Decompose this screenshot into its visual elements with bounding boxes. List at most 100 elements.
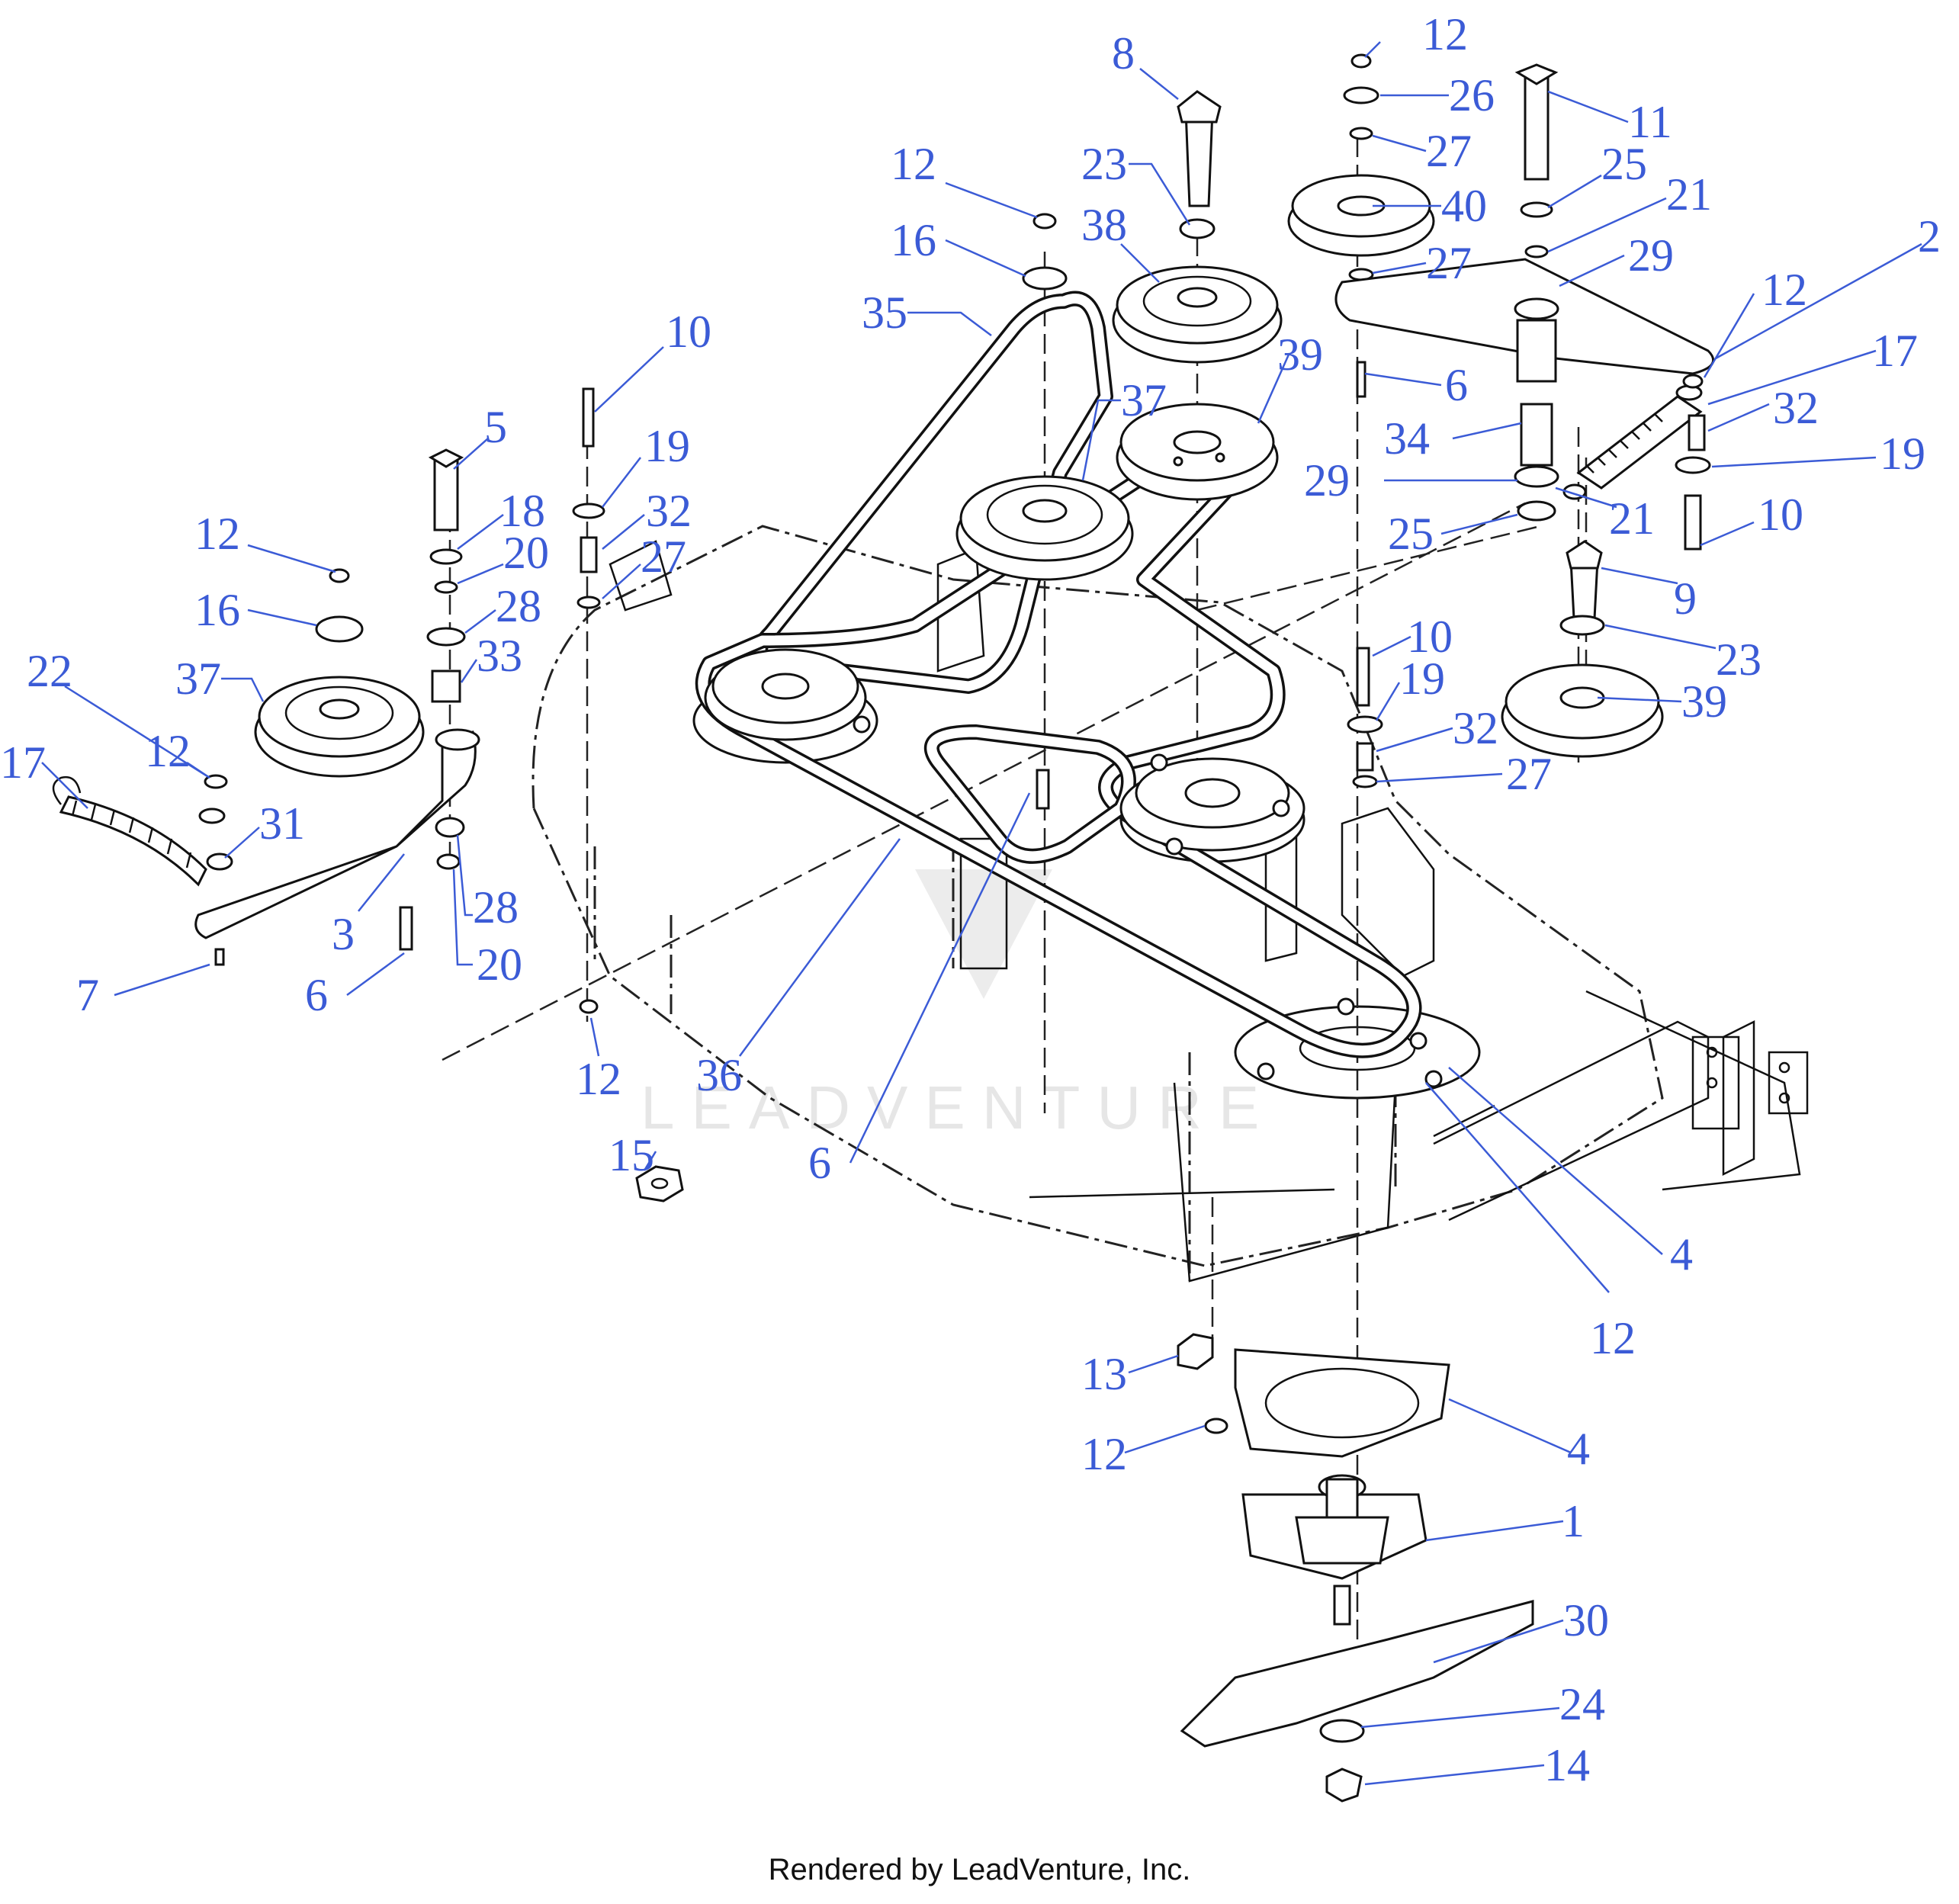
callout-10-upper: 10 xyxy=(594,307,711,413)
mower-deck-housing xyxy=(531,525,1809,1283)
center-upper-pulleys xyxy=(1112,90,1283,501)
callout-20-upper: 20 xyxy=(457,528,549,585)
svg-text:12: 12 xyxy=(145,726,191,776)
left-idler-arm-assembly xyxy=(52,448,480,966)
callout-labels: 12 8 26 11 27 23 25 12 xyxy=(0,9,1941,1790)
svg-text:32: 32 xyxy=(1773,383,1819,433)
callout-31: 31 xyxy=(224,798,305,859)
watermark-logo: LEADVENTURE xyxy=(641,869,1259,1141)
callout-5: 5 xyxy=(453,402,507,470)
svg-text:23: 23 xyxy=(1716,634,1761,685)
svg-text:28: 28 xyxy=(496,581,541,631)
right-side-bolt-stack xyxy=(1347,647,1383,788)
svg-text:8: 8 xyxy=(1112,28,1135,79)
svg-text:29: 29 xyxy=(1304,455,1350,506)
callout-4-lower: 4 xyxy=(1448,1398,1590,1474)
svg-text:10: 10 xyxy=(1407,612,1453,662)
svg-text:19: 19 xyxy=(1399,653,1445,704)
callout-39-upper: 39 xyxy=(1257,329,1323,424)
callout-21-top: 21 xyxy=(1547,169,1712,253)
callout-29-top: 29 xyxy=(1559,230,1674,287)
svg-text:31: 31 xyxy=(259,798,305,849)
svg-text:4: 4 xyxy=(1567,1424,1590,1474)
svg-text:29: 29 xyxy=(1628,230,1674,281)
left-deck-pulley xyxy=(704,648,871,741)
callout-7: 7 xyxy=(76,963,210,1020)
callout-6-left: 6 xyxy=(305,952,405,1020)
svg-text:28: 28 xyxy=(473,882,519,933)
svg-text:32: 32 xyxy=(646,486,692,536)
svg-text:12: 12 xyxy=(1081,1429,1127,1479)
center-idler-pulley-37 xyxy=(955,213,1134,581)
callout-6-top-right: 6 xyxy=(1364,360,1468,410)
svg-text:21: 21 xyxy=(1666,169,1712,220)
callout-27-a: 27 xyxy=(1372,126,1472,176)
callout-12-center: 12 xyxy=(891,139,1038,219)
callout-25-top: 25 xyxy=(1547,139,1647,209)
svg-text:7: 7 xyxy=(76,970,99,1020)
svg-text:12: 12 xyxy=(576,1054,621,1104)
svg-text:12: 12 xyxy=(194,509,240,559)
svg-text:17: 17 xyxy=(0,737,46,788)
svg-text:25: 25 xyxy=(1601,139,1647,189)
callout-12-left: 12 xyxy=(194,509,336,573)
callout-4-upper: 4 xyxy=(1448,1067,1693,1280)
callout-22: 22 xyxy=(27,646,210,779)
svg-text:38: 38 xyxy=(1081,200,1127,250)
callout-32-lower: 32 xyxy=(1376,703,1498,753)
svg-text:6: 6 xyxy=(1445,360,1468,410)
callout-15: 15 xyxy=(609,1130,657,1180)
svg-text:25: 25 xyxy=(1388,509,1434,559)
callout-26: 26 xyxy=(1380,70,1495,120)
svg-text:35: 35 xyxy=(862,287,907,338)
callout-38: 38 xyxy=(1081,200,1160,283)
svg-text:39: 39 xyxy=(1277,329,1323,380)
callout-23-top: 23 xyxy=(1081,139,1191,226)
callout-16-center: 16 xyxy=(891,215,1026,278)
lower-spindle-assembly xyxy=(1177,1333,1534,1803)
svg-text:6: 6 xyxy=(305,970,328,1020)
svg-text:22: 22 xyxy=(27,646,72,696)
svg-text:34: 34 xyxy=(1384,413,1430,464)
svg-text:20: 20 xyxy=(477,939,522,990)
callout-12-bottom: 12 xyxy=(1081,1424,1206,1479)
belt-36 xyxy=(695,419,1422,1058)
callout-35: 35 xyxy=(862,287,992,338)
svg-text:12: 12 xyxy=(891,139,936,189)
callout-37-center: 37 xyxy=(1081,375,1167,481)
svg-text:12: 12 xyxy=(1590,1313,1636,1363)
callout-16-left: 16 xyxy=(194,585,317,635)
callout-12-bottom-right: 12 xyxy=(1425,1082,1636,1363)
callout-21-lower: 21 xyxy=(1555,486,1655,544)
left-center-bolt-stack xyxy=(572,387,1050,1014)
svg-text:26: 26 xyxy=(1449,70,1495,120)
svg-text:12: 12 xyxy=(1761,265,1807,315)
callout-24: 24 xyxy=(1360,1679,1605,1729)
callout-30: 30 xyxy=(1433,1595,1609,1664)
callout-40: 40 xyxy=(1373,181,1487,231)
callout-12-top-right: 12 xyxy=(1364,9,1468,59)
right-deck-pulley-39 xyxy=(1501,540,1664,758)
callout-1: 1 xyxy=(1425,1496,1585,1546)
svg-text:3: 3 xyxy=(332,909,355,959)
svg-text:27: 27 xyxy=(641,531,686,582)
callout-28-upper: 28 xyxy=(464,581,541,634)
svg-text:10: 10 xyxy=(1758,490,1803,540)
svg-text:20: 20 xyxy=(503,528,549,578)
callout-19-upper: 19 xyxy=(602,421,690,508)
svg-text:18: 18 xyxy=(499,486,545,536)
callout-9: 9 xyxy=(1601,567,1697,624)
callout-8: 8 xyxy=(1112,28,1179,100)
callout-32-right: 32 xyxy=(1707,383,1819,433)
callout-20-lower: 20 xyxy=(452,869,522,990)
svg-text:17: 17 xyxy=(1872,326,1918,376)
callout-12-right: 12 xyxy=(1703,265,1807,378)
callout-25-lower: 25 xyxy=(1388,509,1518,559)
svg-text:1: 1 xyxy=(1562,1496,1585,1546)
svg-text:5: 5 xyxy=(484,402,507,452)
svg-text:19: 19 xyxy=(1880,429,1925,479)
svg-text:36: 36 xyxy=(696,1050,742,1100)
callout-32-upper: 32 xyxy=(602,486,692,550)
mower-deck-exploded-diagram: LEADVENTURE xyxy=(0,9,1941,1803)
